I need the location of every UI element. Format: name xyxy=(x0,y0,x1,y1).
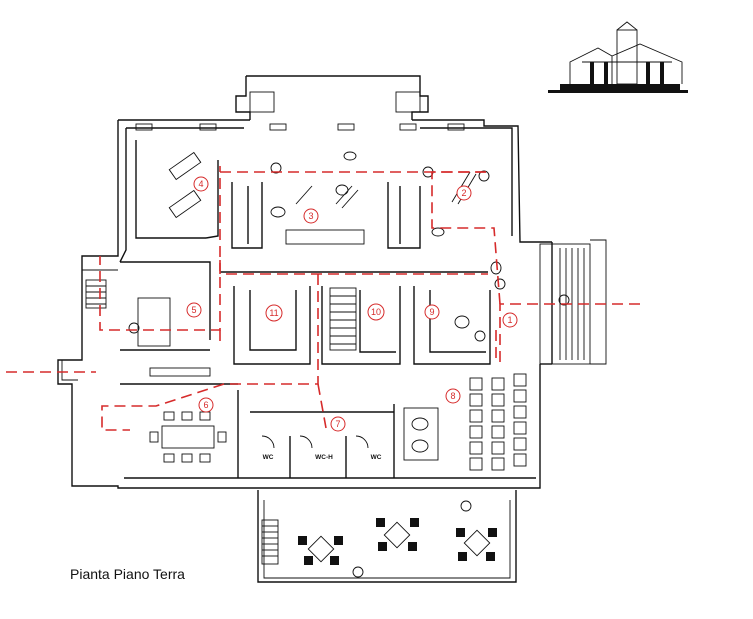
terrace-tables xyxy=(298,500,497,578)
room-marker-4: 4 xyxy=(193,176,209,192)
room-marker-11: 11 xyxy=(265,304,283,322)
svg-text:9: 9 xyxy=(429,307,434,317)
elevation-thumbnail xyxy=(548,21,688,93)
wc-h-label: WC-H xyxy=(315,454,333,461)
interior-walls xyxy=(120,140,536,479)
svg-text:6: 6 xyxy=(203,400,208,410)
room-marker-2: 2 xyxy=(456,185,472,201)
room-marker-10: 10 xyxy=(367,303,385,321)
building-walls xyxy=(57,75,607,489)
room-marker-5: 5 xyxy=(186,302,202,318)
visit-route xyxy=(6,166,640,431)
svg-text:1: 1 xyxy=(507,315,512,325)
room-marker-8: 8 xyxy=(445,388,461,404)
terrace xyxy=(257,490,517,583)
svg-text:3: 3 xyxy=(308,211,313,221)
room-marker-6: 6 xyxy=(198,397,214,413)
svg-text:4: 4 xyxy=(198,179,203,189)
svg-text:2: 2 xyxy=(461,188,466,198)
room-markers: 1 2 3 4 5 6 7 8 xyxy=(186,176,518,432)
svg-text:7: 7 xyxy=(335,419,340,429)
room-marker-9: 9 xyxy=(424,304,440,320)
svg-text:5: 5 xyxy=(191,305,196,315)
room-marker-1: 1 xyxy=(502,312,518,328)
seating-grid xyxy=(469,373,527,471)
room-marker-7: 7 xyxy=(330,416,346,432)
svg-text:8: 8 xyxy=(450,391,455,401)
wc-label: WC xyxy=(263,454,274,461)
svg-text:11: 11 xyxy=(269,308,278,318)
wc-label: WC xyxy=(371,454,382,461)
room-marker-3: 3 xyxy=(303,208,319,224)
toilet-labels: WC WC-H WC xyxy=(263,454,382,461)
svg-text:10: 10 xyxy=(371,307,381,317)
furniture xyxy=(128,151,570,578)
plan-caption: Pianta Piano Terra xyxy=(70,566,185,582)
